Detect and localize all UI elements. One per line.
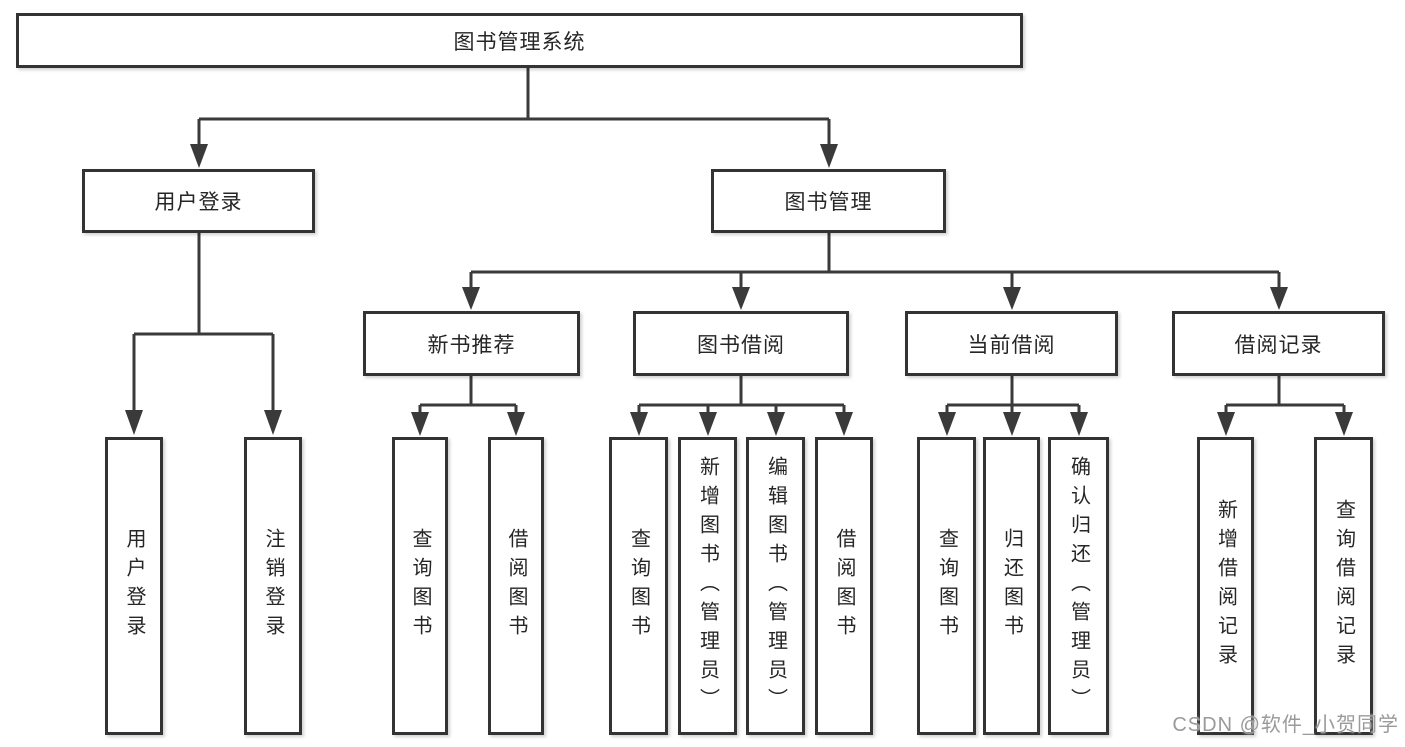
leaf-current-confirm-return-label: 确认归还（管理员） bbox=[1067, 455, 1090, 717]
leaf-newbook-query-books-label: 查询图书 bbox=[409, 528, 431, 644]
node-book-management-label: 图书管理 bbox=[784, 191, 873, 214]
leaf-newbook-borrow-books: 借阅图书 bbox=[488, 437, 544, 735]
node-new-book-recommend-label: 新书推荐 bbox=[427, 333, 516, 357]
node-book-borrow-label: 图书借阅 bbox=[697, 333, 785, 357]
leaf-bookborrow-query-books-label: 查询图书 bbox=[627, 528, 650, 644]
leaf-records-query-record-label: 查询借阅记录 bbox=[1332, 499, 1355, 673]
node-current-borrow: 当前借阅 bbox=[905, 311, 1118, 376]
leaf-bookborrow-edit-books: 编辑图书（管理员） bbox=[746, 437, 805, 735]
connector-new-book-children bbox=[411, 376, 525, 436]
connector-book-management-children bbox=[462, 233, 1288, 310]
connector-book-borrow-children bbox=[630, 376, 853, 436]
leaf-bookborrow-borrow-books-label: 借阅图书 bbox=[833, 528, 855, 644]
leaf-bookborrow-add-books: 新增图书（管理员） bbox=[678, 437, 737, 735]
leaf-current-return-books-label: 归还图书 bbox=[1000, 528, 1023, 644]
leaf-records-add-record-label: 新增借阅记录 bbox=[1214, 499, 1237, 673]
leaf-logout: 注销登录 bbox=[244, 437, 302, 735]
node-book-management: 图书管理 bbox=[711, 169, 946, 233]
connector-user-login-children bbox=[125, 233, 282, 435]
leaf-bookborrow-query-books: 查询图书 bbox=[609, 437, 668, 735]
node-borrow-records: 借阅记录 bbox=[1172, 311, 1385, 376]
node-root-system-label: 图书管理系统 bbox=[453, 30, 586, 54]
connector-borrow-records-children bbox=[1217, 376, 1353, 436]
leaf-newbook-borrow-books-label: 借阅图书 bbox=[505, 528, 527, 644]
leaf-user-login-label: 用户登录 bbox=[123, 528, 145, 644]
leaf-user-login: 用户登录 bbox=[105, 437, 163, 735]
leaf-bookborrow-edit-books-label: 编辑图书（管理员） bbox=[764, 455, 787, 717]
leaf-records-query-record: 查询借阅记录 bbox=[1314, 437, 1373, 735]
connector-root-to-level2 bbox=[190, 68, 838, 168]
node-book-borrow: 图书借阅 bbox=[633, 311, 849, 376]
leaf-logout-label: 注销登录 bbox=[262, 528, 284, 644]
node-user-login: 用户登录 bbox=[82, 169, 315, 233]
leaf-newbook-query-books: 查询图书 bbox=[392, 437, 448, 735]
leaf-bookborrow-add-books-label: 新增图书（管理员） bbox=[696, 455, 719, 717]
node-root-system: 图书管理系统 bbox=[16, 13, 1023, 68]
connector-current-borrow-children bbox=[938, 376, 1088, 436]
leaf-records-add-record: 新增借阅记录 bbox=[1197, 437, 1254, 735]
node-borrow-records-label: 借阅记录 bbox=[1234, 333, 1323, 357]
leaf-current-confirm-return: 确认归还（管理员） bbox=[1048, 437, 1109, 735]
leaf-current-return-books: 归还图书 bbox=[983, 437, 1040, 735]
csdn-watermark: CSDN @软件_小贺同学 bbox=[1172, 714, 1399, 736]
leaf-bookborrow-borrow-books: 借阅图书 bbox=[815, 437, 873, 735]
leaf-current-query-books-label: 查询图书 bbox=[935, 528, 958, 644]
node-user-login-label: 用户登录 bbox=[154, 191, 243, 214]
node-new-book-recommend: 新书推荐 bbox=[363, 311, 580, 376]
node-current-borrow-label: 当前借阅 bbox=[967, 333, 1056, 357]
leaf-current-query-books: 查询图书 bbox=[917, 437, 976, 735]
